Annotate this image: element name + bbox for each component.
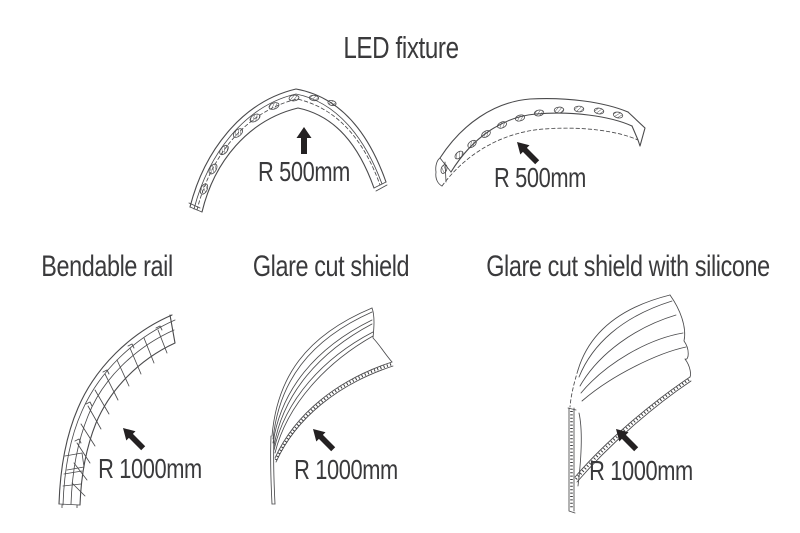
radius-label-front: R 500mm (258, 156, 350, 187)
page-title: LED fixture (327, 30, 475, 65)
radius-label-glare-cut-shield: R 1000mm (294, 454, 398, 485)
radius-label-top: R 500mm (494, 162, 586, 193)
radius-arrow-upleft-icon (614, 427, 640, 453)
radius-arrow-upleft-icon (515, 140, 541, 166)
glare-cut-shield-drawing (267, 306, 395, 506)
radius-arrow-up-icon (296, 127, 312, 154)
radius-label-bendable-rail: R 1000mm (98, 453, 202, 484)
led-fixture-front-drawing (186, 82, 398, 214)
radius-label-glare-cut-shield-silicone: R 1000mm (589, 455, 693, 486)
radius-arrow-upleft-icon (121, 426, 147, 452)
page-title-text: LED fixture (343, 30, 459, 65)
bendable-rail-drawing (50, 308, 195, 508)
component-label-glare-cut-shield: Glare cut shield (252, 250, 410, 283)
component-label-bendable-rail: Bendable rail (41, 250, 173, 283)
component-label-glare-cut-shield-silicone: Glare cut shield with silicone (486, 250, 770, 283)
glare-cut-shield-silicone-drawing (566, 291, 694, 523)
led-fixture-top-drawing (432, 94, 647, 192)
radius-arrow-upleft-icon (311, 427, 337, 453)
